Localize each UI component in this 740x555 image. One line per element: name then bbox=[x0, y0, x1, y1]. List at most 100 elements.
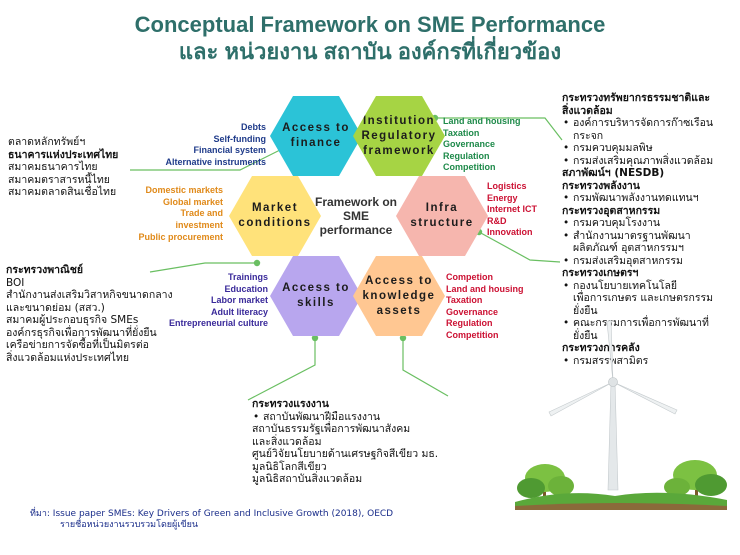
factor-item: Self-funding bbox=[213, 133, 267, 144]
factor-item: Alternative instruments bbox=[165, 156, 266, 167]
wind-turbine-illustration bbox=[515, 320, 727, 510]
turbine-icon bbox=[548, 320, 678, 491]
agency-line: กระจก bbox=[573, 129, 604, 142]
hex-label-institution: Institution Regulatory framework bbox=[361, 114, 437, 157]
agency-bullet: กรมส่งเสริมอุตสาหกรรม bbox=[562, 255, 713, 268]
agency-line: สมาคมตลาดสินเชื่อไทย bbox=[8, 186, 117, 198]
factor-item: Governance bbox=[446, 306, 499, 317]
hex-label-skills: Access to skills bbox=[282, 282, 350, 309]
agency-heading: สิ่งแวดล้อม bbox=[562, 104, 613, 117]
factors-knowledge: Competion Land and housing Taxation Gove… bbox=[446, 272, 546, 341]
agency-line: สมาคมธนาคารไทย bbox=[8, 161, 98, 173]
factors-market: Domestic markets Global market Trade and… bbox=[120, 185, 223, 244]
agency-line: และขนาดย่อม (สสว.) bbox=[6, 301, 105, 314]
agency-line: และสิ่งแวดล้อม bbox=[252, 435, 322, 448]
factor-item: Trade and bbox=[180, 208, 223, 218]
agencies-labour: กระทรวงแรงงาน สถาบันพัฒนาฝีมือแรงงาน สถา… bbox=[252, 398, 438, 486]
source-line-1: ที่มา: Issue paper SMEs: Key Drivers of … bbox=[30, 509, 394, 519]
agency-line: ธนาคารแห่งประเทศไทย bbox=[8, 148, 119, 161]
agency-line: สถาบันธรรมรัฐเพื่อการพัฒนาสังคม bbox=[252, 423, 411, 435]
agency-bullet: คณะกรรมการเพื่อการพัฒนาที่ bbox=[562, 317, 713, 330]
factor-item: Internet ICT bbox=[487, 204, 538, 214]
hex-label-infra: Infra structure bbox=[410, 202, 474, 229]
agency-line: มูลนิธิสถาบันสิ่งแวดล้อม bbox=[252, 473, 363, 485]
factor-item: Land and housing bbox=[443, 116, 521, 126]
agency-bullet: กรมพัฒนาพลังงานทดแทนฯ bbox=[562, 192, 713, 205]
factor-item: Education bbox=[224, 283, 268, 294]
soil-ground bbox=[515, 503, 727, 510]
agencies-finance: ตลาดหลักทรัพย์ฯ ธนาคารแห่งประเทศไทย สมาค… bbox=[8, 136, 118, 199]
hex-label-market: Market conditions bbox=[238, 202, 312, 229]
agency-line: เครือข่ายการจัดซื้อที่เป็นมิตรต่อ bbox=[6, 339, 149, 351]
agency-bullet: กองนโยบายเทคโนโลยี bbox=[562, 280, 713, 293]
factor-item: Entrepreneurial culture bbox=[168, 318, 268, 328]
factor-item: Financial system bbox=[193, 145, 266, 155]
agency-line: มูลนิธิโลกสีเขียว bbox=[252, 460, 327, 473]
source-note: ที่มา: Issue paper SMEs: Key Drivers of … bbox=[30, 509, 393, 531]
agency-line: สมาคมตราสารหนี้ไทย bbox=[8, 173, 110, 186]
factor-item: Public procurement bbox=[138, 232, 223, 242]
factor-item: Trainings bbox=[227, 272, 268, 282]
agency-line: BOI bbox=[6, 276, 25, 289]
agency-heading: กระทรวงทรัพยากรธรรมชาติและ bbox=[562, 92, 711, 104]
agency-line: ยั่งยืน bbox=[573, 304, 598, 317]
agency-bullet: องค์การบริหารจัดการก๊าซเรือน bbox=[562, 117, 713, 130]
agency-heading: กระทรวงพลังงาน bbox=[562, 179, 640, 192]
agency-line: ยั่งยืน bbox=[573, 329, 598, 342]
agency-bullet: สำนักงานมาตรฐานพัฒนา bbox=[562, 230, 713, 243]
hex-access-to-knowledge: Access to knowledge assets bbox=[353, 256, 445, 336]
factor-item: Regulation bbox=[446, 318, 493, 328]
factor-item: Global market bbox=[162, 196, 223, 207]
center-label: Framework on SME performance bbox=[314, 195, 398, 237]
hex-label-access-to-finance: Access to finance bbox=[282, 122, 350, 149]
factors-institution: Land and housing Taxation Governance Reg… bbox=[443, 116, 543, 174]
agency-bullet: กรมควบคุมโรงงาน bbox=[562, 217, 713, 230]
agency-heading: กระทรวงเกษตรฯ bbox=[562, 267, 639, 279]
factor-item: Labor market bbox=[210, 295, 268, 305]
factor-item: Taxation bbox=[446, 295, 483, 305]
factor-item: Adult literacy bbox=[210, 306, 268, 317]
agency-bullet: กรมควบคุมมลพิษ bbox=[562, 142, 713, 155]
tree-cluster-left-icon bbox=[517, 464, 574, 499]
tree-cluster-right-icon bbox=[664, 460, 727, 499]
hex-label-knowledge: Access to knowledge assets bbox=[362, 274, 436, 317]
agency-bullet: สถาบันพัฒนาฝีมือแรงงาน bbox=[252, 411, 438, 424]
agency-line: ศูนย์วิจัยนโยบายด้านเศรษฐกิจสีเขียว มธ. bbox=[252, 448, 439, 460]
factor-item: Competition bbox=[443, 162, 496, 172]
agency-line: สมาคมผู้ประกอบธุรกิจ SMEs bbox=[6, 314, 139, 326]
factor-item: R&D bbox=[487, 215, 507, 226]
factor-item: Energy bbox=[487, 192, 518, 203]
factor-item: Innovation bbox=[487, 227, 533, 237]
factor-item: Domestic markets bbox=[145, 185, 223, 195]
factor-item: Competition bbox=[446, 329, 499, 340]
agency-heading: สภาพัฒน์ฯ (NESDB) bbox=[562, 167, 665, 179]
hex-access-to-finance: Access to finance bbox=[270, 96, 362, 176]
title-line-1: Conceptual Framework on SME Performance bbox=[134, 12, 606, 37]
factor-item: Land and housing bbox=[446, 283, 524, 294]
factor-item: Regulation bbox=[443, 150, 490, 161]
agency-line: เพื่อการเกษตร และเกษตรกรรม bbox=[573, 292, 714, 304]
agencies-right: กระทรวงทรัพยากรธรรมชาติและ สิ่งแวดล้อม อ… bbox=[562, 92, 713, 367]
hex-institution-regulatory: Institution Regulatory framework bbox=[353, 96, 445, 176]
factors-finance: Debts Self-funding Financial system Alte… bbox=[150, 122, 266, 168]
agency-heading: กระทรวงอุตสาหกรรม bbox=[562, 204, 661, 217]
factors-infra: Logistics Energy Internet ICT R&D Innova… bbox=[487, 181, 567, 239]
factor-item: Taxation bbox=[443, 127, 480, 138]
title-line-2: และ หน่วยงาน สถาบัน องค์กรที่เกี่ยวข้อง bbox=[178, 39, 562, 64]
agency-heading: กระทรวงพาณิชย์ bbox=[6, 264, 84, 276]
agency-bullet: กรมส่งเสริมคุณภาพสิ่งแวดล้อม bbox=[562, 155, 713, 168]
hex-access-to-skills: Access to skills bbox=[270, 256, 362, 336]
factor-item: Competion bbox=[446, 272, 493, 282]
hex-infrastructure: Infra structure bbox=[396, 176, 488, 256]
agency-line: สิ่งแวดล้อมแห่งประเทศไทย bbox=[6, 351, 129, 364]
factor-item: Debts bbox=[240, 122, 266, 132]
agency-line: สำนักงานส่งเสริมวิสาหกิจขนาดกลาง bbox=[6, 289, 173, 301]
agency-heading: กระทรวงการคลัง bbox=[562, 342, 640, 354]
factor-item: Governance bbox=[443, 139, 496, 149]
agency-line: องค์กรธุรกิจเพื่อการพัฒนาที่ยั่งยืน bbox=[6, 326, 157, 339]
factor-item: investment bbox=[175, 219, 223, 230]
agencies-commerce: กระทรวงพาณิชย์ BOI สำนักงานส่งเสริมวิสาห… bbox=[6, 264, 173, 364]
source-line-2: รายชื่อหน่วยงานรวบรวมโดยผู้เขียน bbox=[60, 520, 198, 530]
factors-skills: Trainings Education Labor market Adult l… bbox=[150, 272, 268, 330]
agency-line: ผลิตภัณฑ์ อุตสาหกรรมฯ bbox=[573, 242, 684, 254]
